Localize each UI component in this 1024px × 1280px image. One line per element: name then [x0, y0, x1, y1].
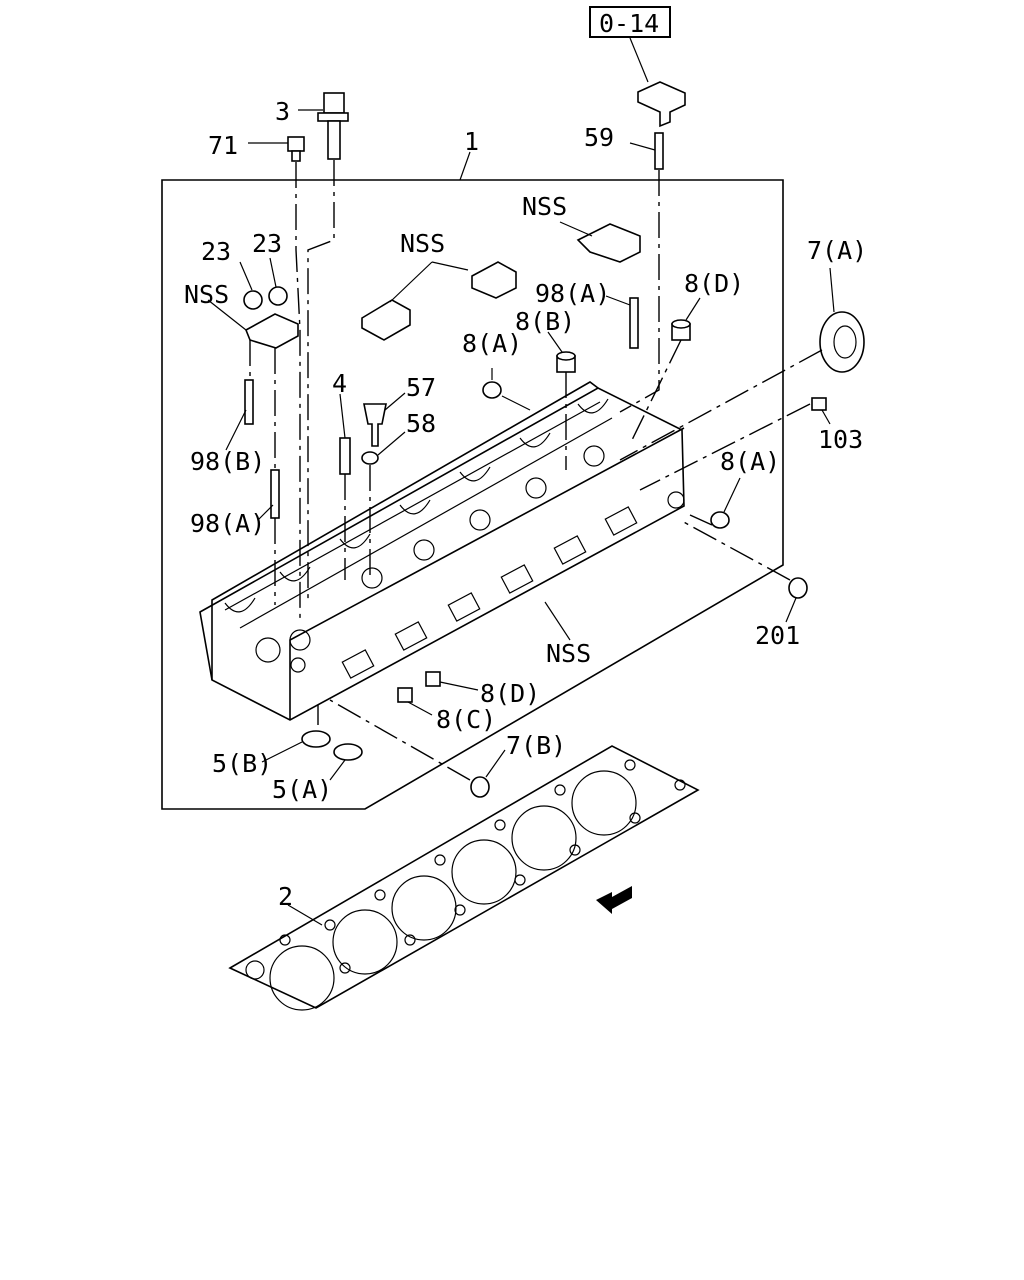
bracket-0-14[interactable]: [637, 81, 686, 128]
callout-nss-cap-middle: NSS: [400, 229, 445, 258]
callout-57: 57: [406, 373, 436, 402]
callout-98a-top: 98(A): [535, 279, 610, 308]
plug-8c[interactable]: [397, 687, 413, 703]
reference-box-label: 0-14: [599, 9, 659, 38]
stud-98a-left[interactable]: [270, 469, 280, 519]
callout-8b: 8(B): [515, 307, 575, 336]
bolt-103[interactable]: [811, 397, 827, 411]
stud-98a-top[interactable]: [629, 297, 639, 349]
plug-8a-top[interactable]: [482, 381, 502, 399]
plug-8d-top[interactable]: [671, 319, 691, 341]
callout-nss-cap-left: NSS: [184, 280, 229, 309]
cam-cap-middle-left[interactable]: [361, 299, 411, 341]
callout-4: 4: [332, 369, 347, 398]
sleeve-57[interactable]: [363, 403, 387, 447]
callout-3: 3: [275, 97, 290, 126]
bushing-201[interactable]: [788, 577, 808, 599]
plug-8b[interactable]: [556, 351, 576, 373]
callout-2: 2: [278, 882, 293, 911]
callout-98a-left: 98(A): [190, 509, 265, 538]
callout-5a: 5(A): [272, 775, 332, 804]
plug-8d-bottom[interactable]: [425, 671, 441, 687]
cam-cap-left[interactable]: [243, 286, 299, 349]
callout-1: 1: [464, 127, 479, 156]
seal-5a[interactable]: [333, 743, 363, 761]
callout-8d-bottom: 8(D): [480, 679, 540, 708]
pin-59[interactable]: [654, 132, 664, 170]
callout-103: 103: [818, 425, 863, 454]
bolt-3[interactable]: [317, 92, 349, 160]
seal-58[interactable]: [361, 451, 379, 465]
callout-59: 59: [584, 123, 614, 152]
callout-98b: 98(B): [190, 447, 265, 476]
callout-8c: 8(C): [436, 705, 496, 734]
seal-7a[interactable]: [819, 311, 865, 373]
callout-58: 58: [406, 409, 436, 438]
callout-8d-top: 8(D): [684, 269, 744, 298]
callout-8a-right: 8(A): [720, 447, 780, 476]
callout-7b: 7(B): [506, 731, 566, 760]
callout-5b: 5(B): [212, 749, 272, 778]
plug-7b[interactable]: [470, 776, 490, 798]
callout-7a: 7(A): [807, 236, 867, 265]
callout-8a-top: 8(A): [462, 329, 522, 358]
callout-71: 71: [208, 131, 238, 160]
cam-cap-right[interactable]: [576, 223, 641, 263]
bolt-71[interactable]: [287, 136, 305, 162]
seal-5b[interactable]: [301, 730, 331, 748]
stud-98b[interactable]: [244, 379, 254, 425]
front-arrow-icon: [596, 886, 632, 914]
callout-nss-head: NSS: [546, 639, 591, 668]
callout-23-left: 23: [201, 237, 231, 266]
head-gasket[interactable]: [228, 745, 700, 1011]
assembly-frame: [161, 151, 784, 810]
reference-box-0-14[interactable]: 0-14: [589, 6, 671, 38]
tube-4[interactable]: [339, 437, 351, 475]
callout-nss-cap-right: NSS: [522, 192, 567, 221]
callout-201: 201: [755, 621, 800, 650]
callout-23-right: 23: [252, 229, 282, 258]
cylinder-head-body[interactable]: [199, 381, 685, 721]
plug-8a-right[interactable]: [710, 511, 730, 529]
cam-cap-middle-right[interactable]: [471, 261, 517, 299]
